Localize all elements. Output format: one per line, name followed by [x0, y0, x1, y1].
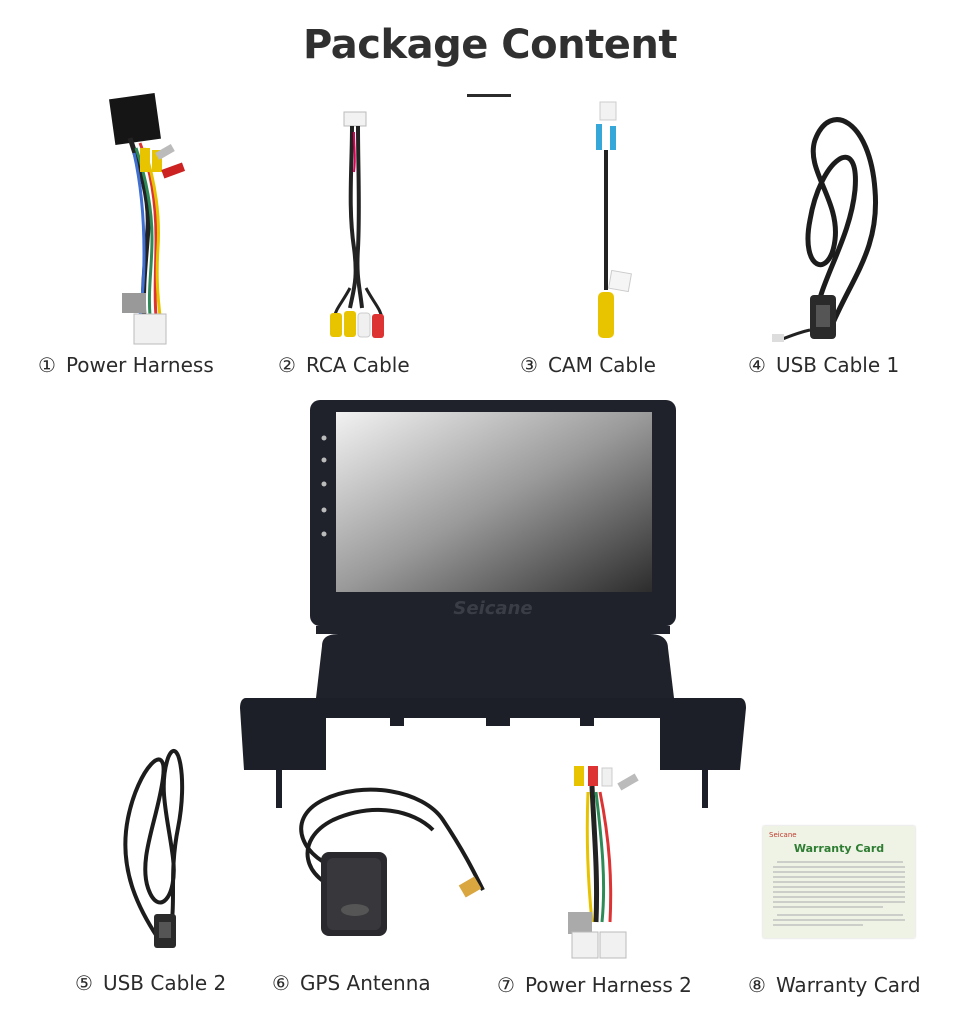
gps-antenna-icon — [299, 787, 485, 936]
warranty-card-brand: Seicane — [769, 831, 797, 839]
head-unit-photo: Seicane — [240, 398, 746, 816]
warranty-card-text-lines — [773, 861, 905, 926]
cam-cable-icon — [596, 101, 632, 338]
power-harness-icon — [568, 766, 639, 959]
head-unit-brand: Seicane — [453, 598, 532, 619]
usb-cable-icon — [123, 749, 185, 948]
rca-cable-icon — [330, 111, 384, 338]
power-harness-2-photo — [558, 762, 648, 962]
page-title: Package Content — [303, 22, 677, 68]
head-unit-icon: Seicane — [240, 400, 746, 808]
power-harness-icon — [109, 93, 186, 345]
cam-cable-photo — [580, 100, 640, 350]
usb-cable-icon — [772, 117, 879, 342]
warranty-card-title: Warranty Card — [793, 842, 885, 855]
rca-cable-photo — [318, 108, 398, 348]
usb-cable-2-photo — [118, 738, 198, 952]
gps-antenna-photo — [283, 780, 493, 942]
usb-cable-1-photo — [770, 100, 890, 350]
warranty-card-photo: Seicane Warranty Card — [763, 826, 915, 938]
power-harness-photo — [100, 88, 200, 350]
title-divider — [467, 94, 511, 97]
